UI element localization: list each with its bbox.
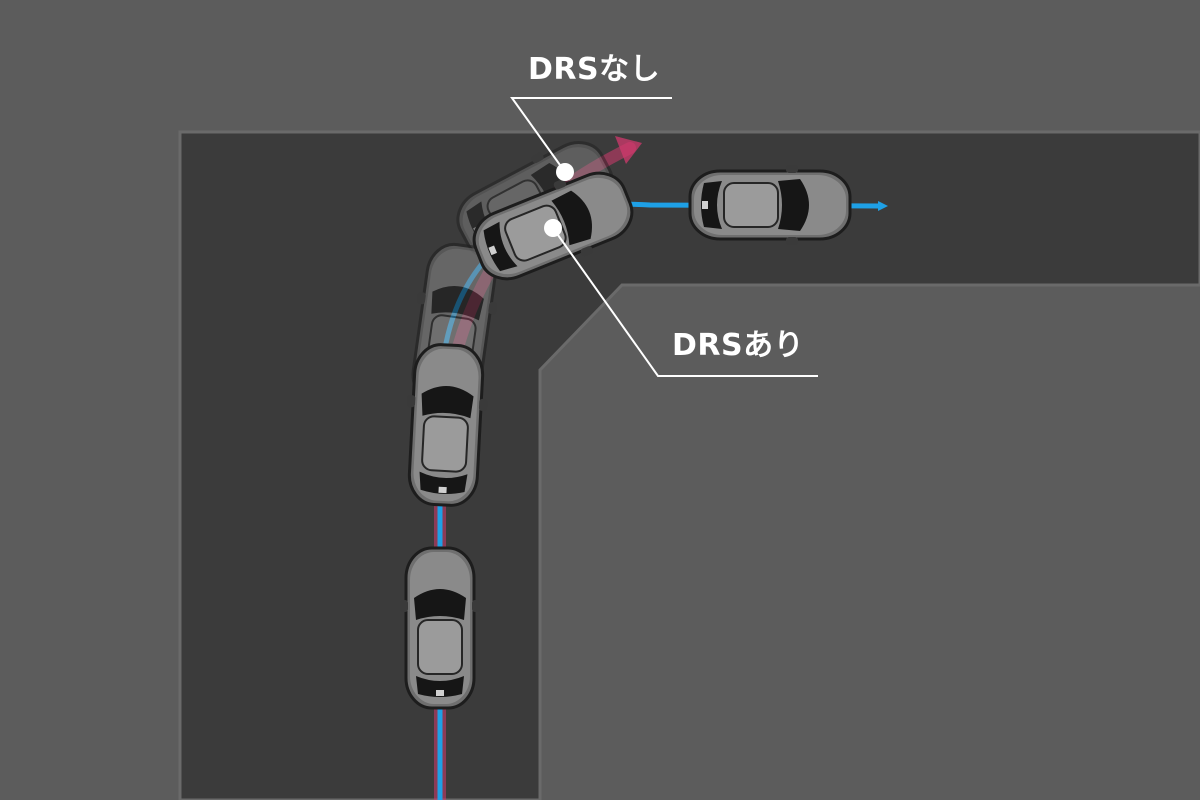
arrow-head-icon — [615, 136, 642, 164]
label-drs-on: DRSあり — [672, 328, 805, 363]
leader-drs-off — [510, 97, 672, 181]
car-top-view-icon — [400, 341, 492, 509]
car-top-view-icon — [398, 546, 482, 710]
leader-drs-on — [544, 219, 818, 377]
car-top-view-icon — [688, 163, 852, 247]
label-drs-off: DRSなし — [528, 52, 661, 87]
